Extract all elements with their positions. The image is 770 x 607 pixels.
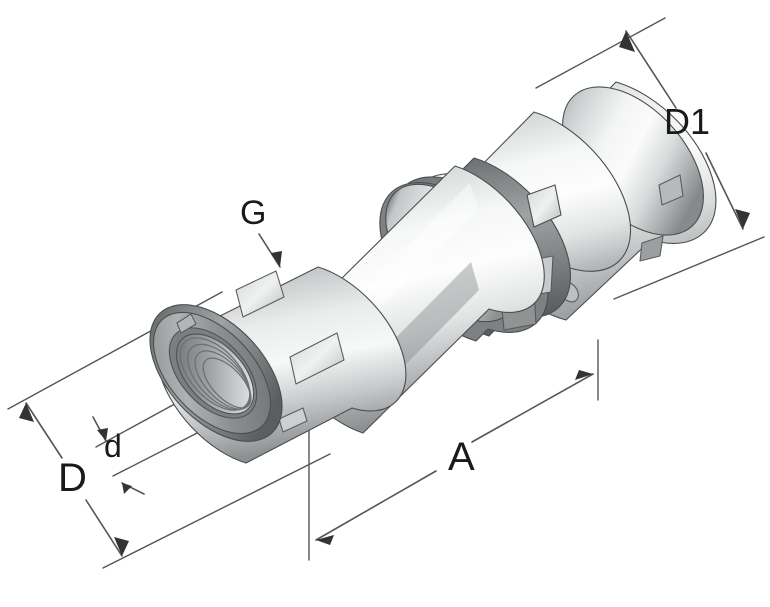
dim-D-line-lower [85, 499, 123, 557]
holder-body-highlight [352, 183, 479, 327]
tool-holder-assembly [149, 81, 717, 464]
dim-d-arrow-upper [97, 428, 108, 441]
dimension-D1 [535, 17, 765, 300]
dimension-label-D1: D1 [664, 101, 711, 142]
collet-nut-slot-lower [289, 332, 345, 385]
hsk-drive-notch-upper [658, 174, 684, 206]
dim-D1-ext-top [535, 17, 666, 89]
collet-nut-slot-upper [235, 270, 285, 318]
dim-D1-arrow-upper [619, 31, 635, 52]
dim-G-arrow [271, 251, 282, 267]
dim-D-arrow-upper [19, 403, 34, 422]
dim-D1-arrow-lower [735, 209, 750, 229]
dim-A-arrow-right [575, 370, 593, 380]
collet-nut [149, 266, 407, 464]
dim-D1-line-lower [705, 152, 744, 230]
collet-nut-slot-bottom [278, 407, 308, 433]
dim-A-line-right [471, 373, 594, 443]
dim-A-line-left [315, 470, 437, 541]
hsk-drive-slot-upper [526, 184, 562, 228]
collet-bore-threads [179, 337, 252, 411]
dimension-label-A: A [448, 435, 475, 479]
dim-D1-ext-bottom [613, 236, 765, 300]
dim-D1-line-upper [625, 30, 677, 109]
dimension-label-G: G [240, 194, 267, 232]
dimension-G [258, 233, 282, 268]
dim-D-ext-bottom [102, 453, 331, 569]
hsk-drive-notch-lower [639, 235, 664, 262]
collet-nut-rim-notch [176, 313, 197, 334]
dimension-label-d: d [104, 428, 122, 464]
dimension-A [308, 339, 599, 561]
dim-D-line-upper [25, 402, 63, 459]
dim-d-arrow-lower [122, 483, 132, 494]
dim-D-arrow-lower [114, 537, 129, 556]
dimension-label-D: D [58, 456, 87, 500]
collet-bore [175, 333, 255, 415]
dim-A-arrow-left [316, 535, 334, 545]
